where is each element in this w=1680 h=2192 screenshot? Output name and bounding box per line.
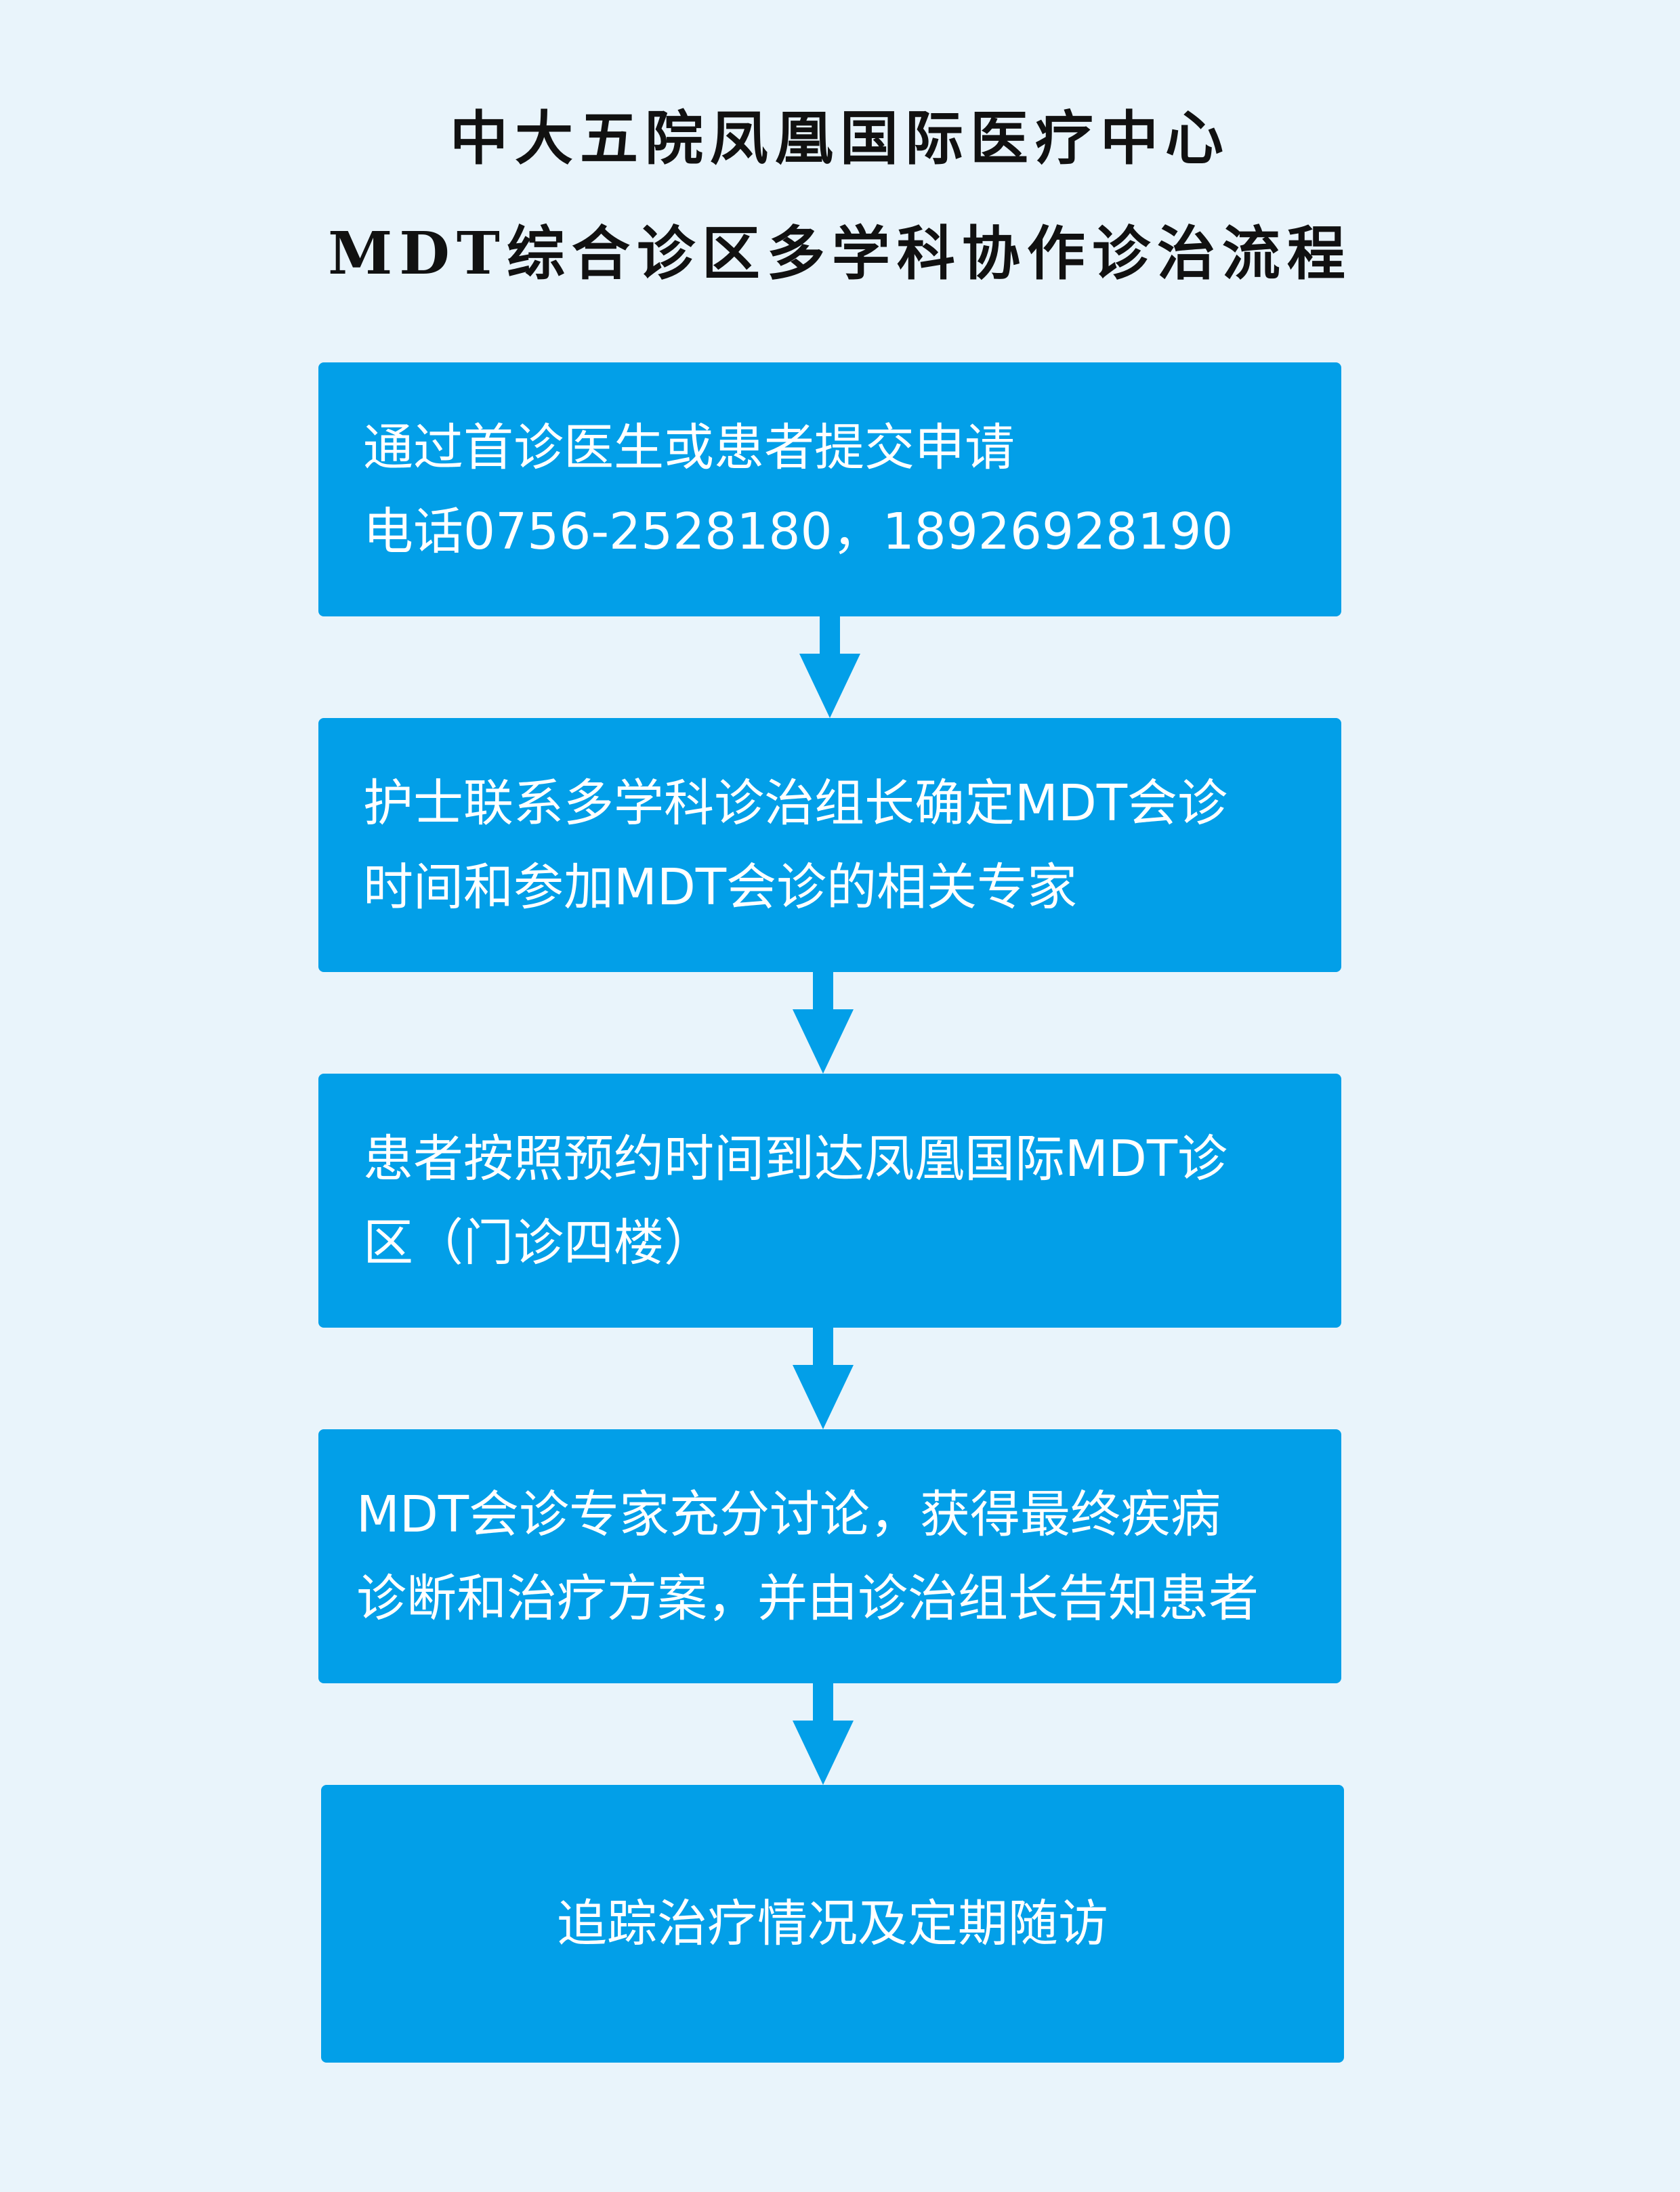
step-4-box: MDT会诊专家充分讨论，获得最终疾病 诊断和治疗方案，并由诊治组长告知患者 — [318, 1429, 1341, 1683]
step-3-line-2: 区（门诊四楼） — [363, 1213, 714, 1272]
step-1-box: 通过首诊医生或患者提交申请 电话0756-2528180，18926928190 — [318, 362, 1341, 616]
step-5-box: 追踪治疗情况及定期随访 — [321, 1785, 1344, 2063]
flow-arrow-1 — [799, 616, 860, 718]
step-2-box: 护士联系多学科诊治组长确定MDT会诊 时间和参加MDT会诊的相关专家 — [318, 718, 1341, 972]
title-line-1: 中大五院凤凰国际医疗中心 — [450, 104, 1230, 173]
step-3-box: 患者按照预约时间到达凤凰国际MDT诊 区（门诊四楼） — [318, 1074, 1341, 1328]
flow-arrow-2 — [793, 972, 854, 1074]
step-3-line-1: 患者按照预约时间到达凤凰国际MDT诊 — [363, 1129, 1228, 1188]
step-1-line-2: 电话0756-2528180，18926928190 — [363, 502, 1234, 561]
flow-arrow-3 — [793, 1328, 854, 1429]
step-2-line-1: 护士联系多学科诊治组长确定MDT会诊 — [363, 774, 1228, 832]
title-line-2: MDT综合诊区多学科协作诊治流程 — [328, 219, 1352, 288]
flow-arrow-4 — [793, 1683, 854, 1785]
step-5-line-1: 追踪治疗情况及定期随访 — [557, 1895, 1108, 1953]
step-1-line-1: 通过首诊医生或患者提交申请 — [363, 418, 1015, 477]
page-title: 中大五院凤凰国际医疗中心 MDT综合诊区多学科协作诊治流程 — [0, 81, 1680, 312]
step-2-line-2: 时间和参加MDT会诊的相关专家 — [363, 858, 1078, 916]
step-4-line-2: 诊断和治疗方案，并由诊治组长告知患者 — [356, 1569, 1259, 1628]
step-4-line-1: MDT会诊专家充分讨论，获得最终疾病 — [356, 1485, 1221, 1544]
